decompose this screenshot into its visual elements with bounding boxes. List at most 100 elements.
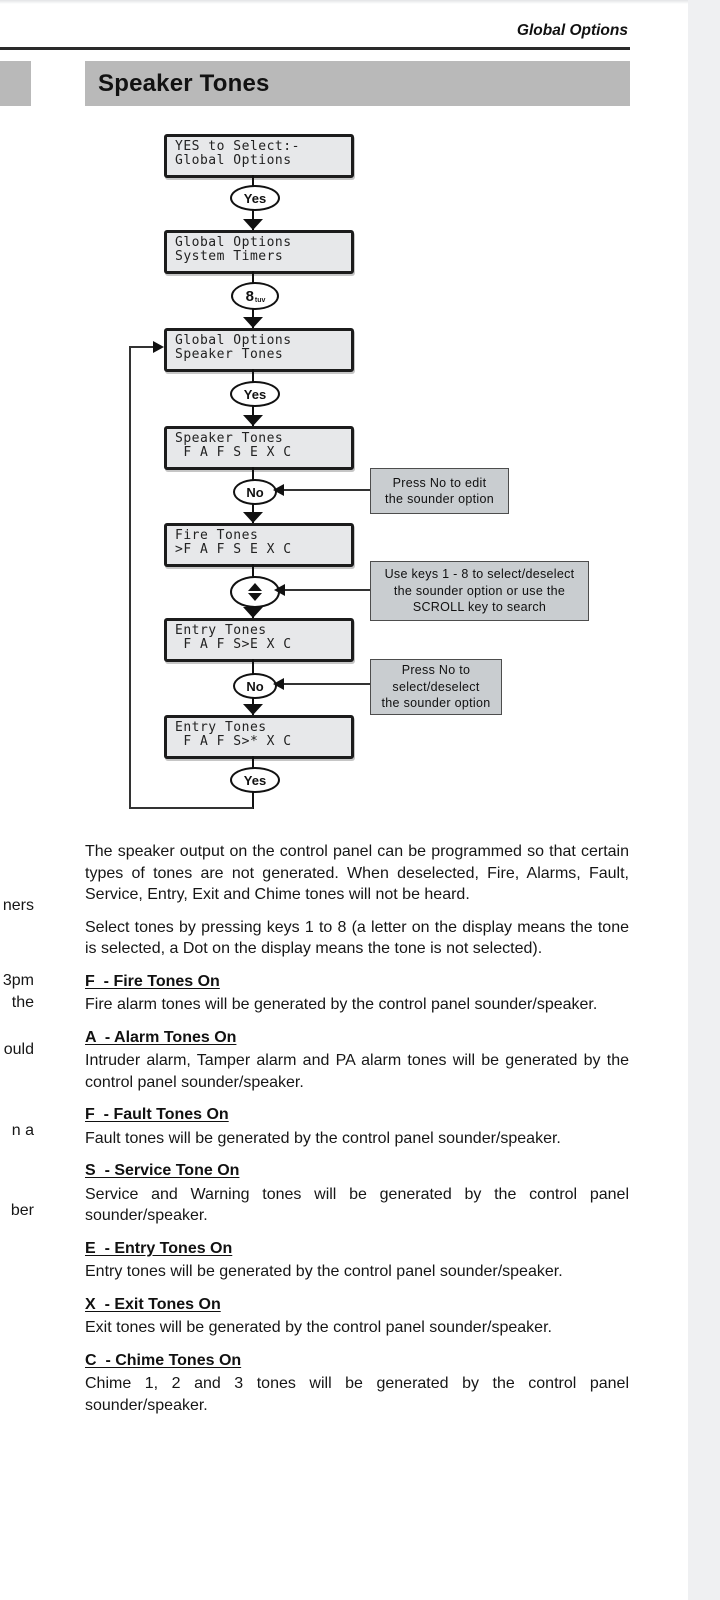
- margin-fragment: n a: [11, 1122, 34, 1139]
- lcd-box: Global Options Speaker Tones: [164, 328, 354, 372]
- section-heading-alarm: A - Alarm Tones On: [85, 1028, 237, 1046]
- connector-line: [252, 467, 254, 480]
- lcd-line2: F A F S>E X C: [175, 637, 292, 652]
- connector-line: [252, 175, 254, 187]
- connector-line: [252, 271, 254, 284]
- section-text: Fire alarm tones will be generated by th…: [85, 996, 598, 1013]
- yes-key-label: Yes: [243, 190, 267, 206]
- scroll-key: [230, 576, 280, 608]
- lcd-line1: Global Options: [175, 333, 292, 348]
- callout-line: [284, 489, 370, 491]
- callout-line: [284, 683, 370, 685]
- lcd-line1: Global Options: [175, 235, 292, 250]
- yes-key-label: Yes: [243, 386, 267, 402]
- callout-press-no-edit: Press No to edit the sounder option: [370, 468, 509, 514]
- arrow-down-icon: [243, 512, 263, 523]
- lcd-line2: >F A F S E X C: [175, 542, 292, 557]
- callout-text: the sounder option: [381, 696, 491, 711]
- arrow-left-icon: [273, 678, 284, 690]
- lcd-line2: Global Options: [175, 153, 292, 168]
- lcd-line1: YES to Select:-: [175, 139, 300, 154]
- section-text: Chime 1, 2 and 3 tones will be generated…: [85, 1375, 629, 1414]
- loop-line-left: [129, 346, 131, 809]
- arrow-left-icon: [274, 584, 285, 596]
- page-gutter: [688, 0, 720, 1600]
- connector-line: [252, 787, 254, 809]
- section-banner: Speaker Tones: [85, 61, 630, 106]
- lcd-box: Speaker Tones F A F S E X C: [164, 426, 354, 470]
- header-rule: [0, 47, 630, 50]
- section-text: Fault tones will be generated by the con…: [85, 1129, 561, 1147]
- yes-key: Yes: [230, 767, 280, 793]
- callout-use-keys: Use keys 1 - 8 to select/deselect the so…: [370, 561, 589, 621]
- callout-text: select/deselect: [392, 679, 480, 694]
- loop-line-stub: [129, 346, 153, 348]
- lcd-line1: Entry Tones: [175, 720, 267, 735]
- lcd-line1: Fire Tones: [175, 528, 259, 543]
- margin-fragment: the: [11, 994, 34, 1011]
- connector-line: [252, 564, 254, 578]
- lcd-box: Entry Tones F A F S>E X C: [164, 618, 354, 662]
- connector-line: [252, 500, 254, 523]
- no-key: No: [233, 479, 277, 505]
- margin-fragment: ould: [3, 1041, 34, 1058]
- flowchart: YES to Select:- Global Options Global Op…: [129, 134, 589, 809]
- callout-text: SCROLL key to search: [412, 600, 547, 615]
- loop-line-bottom: [129, 807, 253, 809]
- no-key-label: No: [246, 484, 264, 500]
- section-title: Speaker Tones: [98, 69, 270, 97]
- section-text: Service and Warning tones will be genera…: [85, 1185, 629, 1225]
- connector-line: [252, 402, 254, 426]
- running-header: Global Options: [516, 22, 628, 39]
- paragraph: The speaker output on the control panel …: [85, 843, 629, 903]
- section-heading-exit: X - Exit Tones On: [85, 1295, 221, 1313]
- arrow-down-icon: [243, 317, 263, 328]
- connector-line: [252, 369, 254, 382]
- lcd-line1: Speaker Tones: [175, 431, 284, 446]
- arrow-left-icon: [273, 484, 284, 496]
- arrow-down-icon: [243, 704, 263, 715]
- connector-line: [252, 659, 254, 674]
- digit-8-sub-label: tuv: [254, 296, 266, 304]
- lcd-line1: Entry Tones: [175, 623, 267, 638]
- lcd-line2: Speaker Tones: [175, 347, 284, 362]
- page-top-edge: [0, 0, 720, 4]
- lcd-line2: System Timers: [175, 249, 284, 264]
- callout-line: [284, 589, 370, 591]
- scroll-key-icon: [248, 583, 262, 601]
- lcd-box: Global Options System Timers: [164, 230, 354, 274]
- callout-text: Press No to: [401, 663, 471, 678]
- digit-8-label: 8: [245, 287, 254, 305]
- yes-key: Yes: [230, 185, 280, 211]
- connector-line: [252, 756, 254, 768]
- arrow-down-icon: [243, 607, 263, 618]
- arrow-down-icon: [243, 415, 263, 426]
- connector-line: [252, 303, 254, 328]
- no-key: No: [233, 673, 277, 699]
- section-text: Intruder alarm, Tamper alarm and PA alar…: [85, 1052, 629, 1091]
- yes-key: Yes: [230, 381, 280, 407]
- section-heading-fault: F - Fault Tones On: [85, 1106, 229, 1123]
- section-text: Exit tones will be generated by the cont…: [85, 1319, 552, 1336]
- arrow-right-icon: [153, 341, 164, 353]
- no-key-label: No: [246, 678, 264, 694]
- edge-tab: [0, 61, 31, 106]
- lcd-box: Fire Tones >F A F S E X C: [164, 523, 354, 567]
- lcd-line2: F A F S E X C: [175, 445, 292, 460]
- section-heading-entry: E - Entry Tones On: [85, 1239, 233, 1257]
- margin-fragment: ber: [10, 1202, 34, 1219]
- margin-fragment: ners: [2, 897, 34, 914]
- arrow-down-icon: [243, 219, 263, 230]
- section-heading-service: S - Service Tone On: [85, 1162, 240, 1179]
- yes-key-label: Yes: [243, 772, 267, 788]
- callout-text: Use keys 1 - 8 to select/deselect: [384, 567, 575, 582]
- lcd-line2: F A F S>* X C: [175, 734, 292, 749]
- section-heading-chime: C - Chime Tones On: [85, 1351, 242, 1369]
- callout-press-no-select: Press No to select/deselect the sounder …: [370, 659, 502, 715]
- callout-text: the sounder option: [385, 492, 494, 506]
- callout-text: Press No to edit: [392, 475, 487, 490]
- section-text: Entry tones will be generated by the con…: [85, 1263, 563, 1280]
- section-heading-fire: F - Fire Tones On: [85, 972, 220, 990]
- callout-text: the sounder option or use the: [393, 583, 566, 598]
